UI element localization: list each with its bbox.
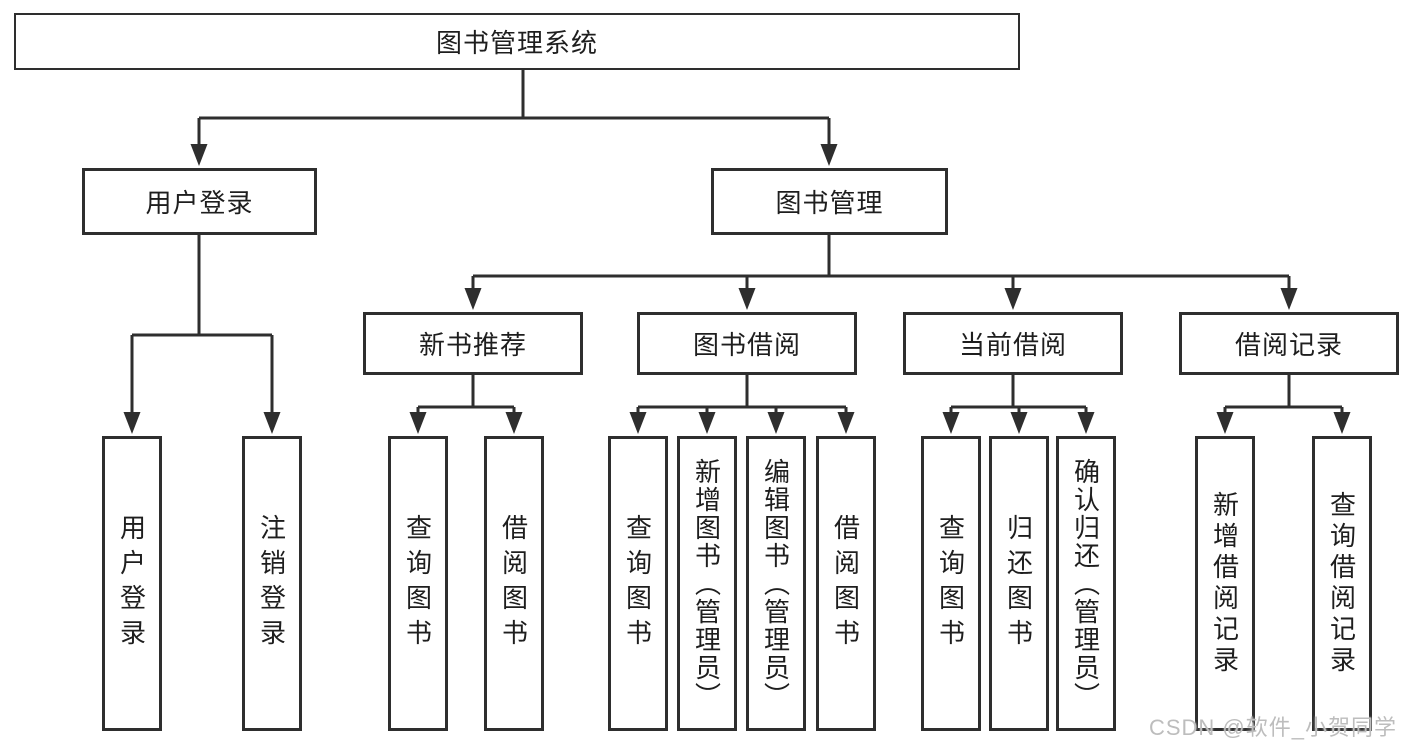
csdn-watermark: CSDN @软件_小贺同学 bbox=[1148, 715, 1397, 740]
arrowhead bbox=[409, 412, 427, 434]
arrowhead bbox=[464, 288, 482, 310]
arrowhead bbox=[629, 412, 647, 434]
leaf-logout: 注销登录 bbox=[242, 436, 302, 731]
leaf-records-add-record: 新增借阅记录 bbox=[1195, 436, 1255, 731]
connector-root-to-level2 bbox=[190, 70, 838, 166]
arrowhead bbox=[942, 412, 960, 434]
leaf-borrow-edit-book-admin: 编辑图书（管理员） bbox=[746, 436, 806, 731]
node-borrow-records: 借阅记录 bbox=[1179, 312, 1399, 375]
arrowhead bbox=[1333, 412, 1351, 434]
arrowhead bbox=[698, 412, 716, 434]
connector-recommend-children bbox=[409, 375, 523, 434]
connector-user-login-children bbox=[123, 235, 281, 434]
node-book-management: 图书管理 bbox=[711, 168, 948, 235]
arrowhead bbox=[505, 412, 523, 434]
node-library-system: 图书管理系统 bbox=[14, 13, 1020, 70]
node-current-borrow: 当前借阅 bbox=[903, 312, 1123, 375]
arrowhead bbox=[123, 412, 141, 434]
leaf-current-return-book: 归还图书 bbox=[989, 436, 1049, 731]
arrowhead bbox=[1077, 412, 1095, 434]
arrowhead bbox=[820, 144, 838, 166]
arrowhead bbox=[837, 412, 855, 434]
node-new-book-recommend: 新书推荐 bbox=[363, 312, 583, 375]
leaf-current-query-book: 查询图书 bbox=[921, 436, 981, 731]
connector-book-management-children bbox=[464, 235, 1298, 310]
arrowhead bbox=[1004, 288, 1022, 310]
node-user-login: 用户登录 bbox=[82, 168, 317, 235]
leaf-borrow-add-book-admin: 新增图书（管理员） bbox=[677, 436, 737, 731]
arrowhead bbox=[263, 412, 281, 434]
leaf-recommend-query-book: 查询图书 bbox=[388, 436, 448, 731]
leaf-borrow-query-book: 查询图书 bbox=[608, 436, 668, 731]
arrowhead bbox=[1010, 412, 1028, 434]
leaf-user-login: 用户登录 bbox=[102, 436, 162, 731]
connector-borrow-children bbox=[629, 375, 855, 434]
leaf-current-confirm-return-admin: 确认归还（管理员） bbox=[1056, 436, 1116, 731]
leaf-borrow-borrow-book: 借阅图书 bbox=[816, 436, 876, 731]
leaf-records-query-record: 查询借阅记录 bbox=[1312, 436, 1372, 731]
leaf-recommend-borrow-book: 借阅图书 bbox=[484, 436, 544, 731]
node-book-borrow: 图书借阅 bbox=[637, 312, 857, 375]
connector-records-children bbox=[1216, 375, 1351, 434]
arrowhead bbox=[1216, 412, 1234, 434]
arrowhead bbox=[767, 412, 785, 434]
arrowhead bbox=[190, 144, 208, 166]
arrowhead bbox=[738, 288, 756, 310]
arrowhead bbox=[1280, 288, 1298, 310]
connector-current-children bbox=[942, 375, 1095, 434]
